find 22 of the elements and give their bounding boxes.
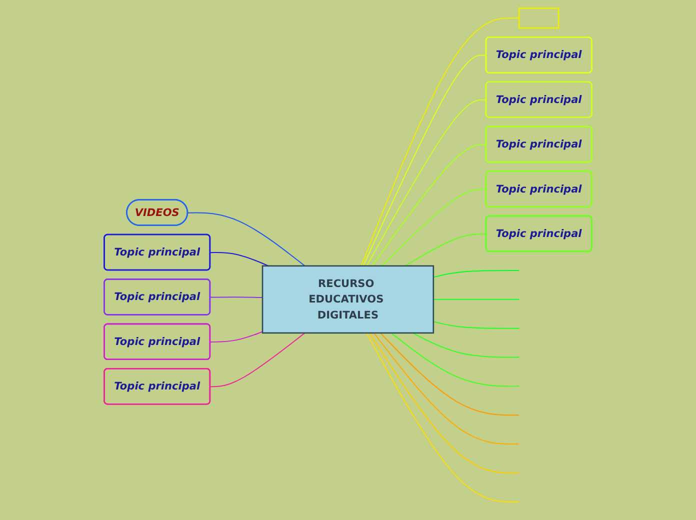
connector-line bbox=[369, 332, 520, 474]
connector-line bbox=[432, 270, 520, 278]
connector-line bbox=[210, 252, 270, 266]
connector-line bbox=[390, 332, 520, 387]
connector-line bbox=[381, 188, 487, 266]
connector-line bbox=[366, 99, 487, 266]
connector-line bbox=[372, 144, 487, 266]
connector-line bbox=[432, 298, 520, 300]
connector-line bbox=[362, 54, 487, 266]
connector-line bbox=[380, 332, 520, 416]
connector-line bbox=[210, 331, 264, 342]
connector-line bbox=[432, 321, 520, 329]
node-box bbox=[518, 8, 560, 29]
connector-line bbox=[366, 332, 520, 502]
node-box: RECURSO EDUCATIVOS DIGITALES bbox=[262, 265, 434, 334]
connector-line bbox=[210, 332, 306, 388]
connector-line bbox=[373, 332, 520, 445]
connector-line bbox=[404, 233, 487, 266]
connector-line bbox=[360, 18, 520, 266]
connector-line bbox=[210, 296, 264, 298]
connector-line bbox=[187, 212, 306, 266]
connector-line bbox=[412, 332, 520, 358]
